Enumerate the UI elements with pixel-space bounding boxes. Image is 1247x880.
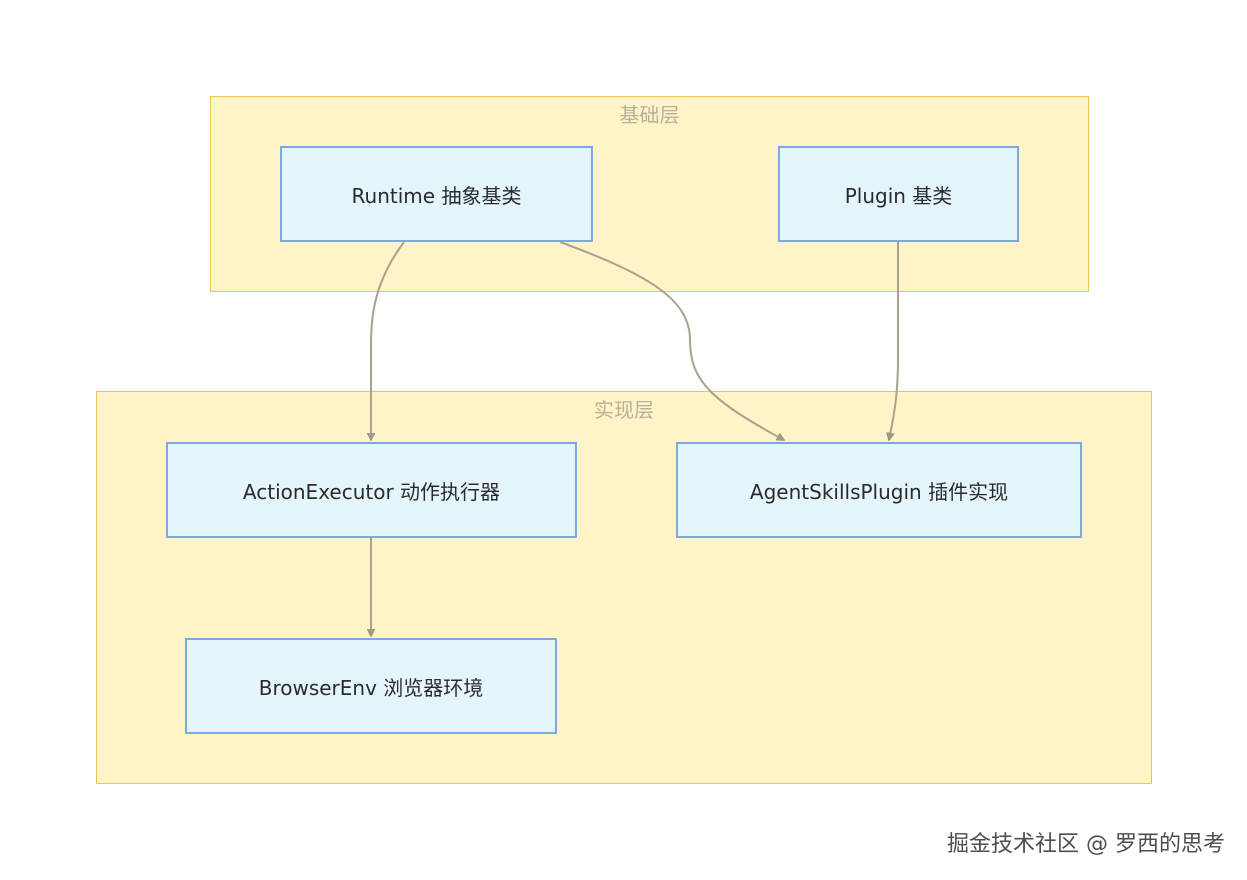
node-action-executor: ActionExecutor 动作执行器: [166, 442, 577, 538]
node-agent-skills-plugin: AgentSkillsPlugin 插件实现: [676, 442, 1082, 538]
node-plugin: Plugin 基类: [778, 146, 1019, 242]
subgraph-impl-layer-title: 实现层: [594, 398, 654, 422]
subgraph-base-layer-title: 基础层: [619, 103, 680, 127]
node-runtime: Runtime 抽象基类: [280, 146, 593, 242]
node-browser-env: BrowserEnv 浏览器环境: [185, 638, 557, 734]
watermark-text: 掘金技术社区 @ 罗西的思考: [947, 832, 1225, 857]
